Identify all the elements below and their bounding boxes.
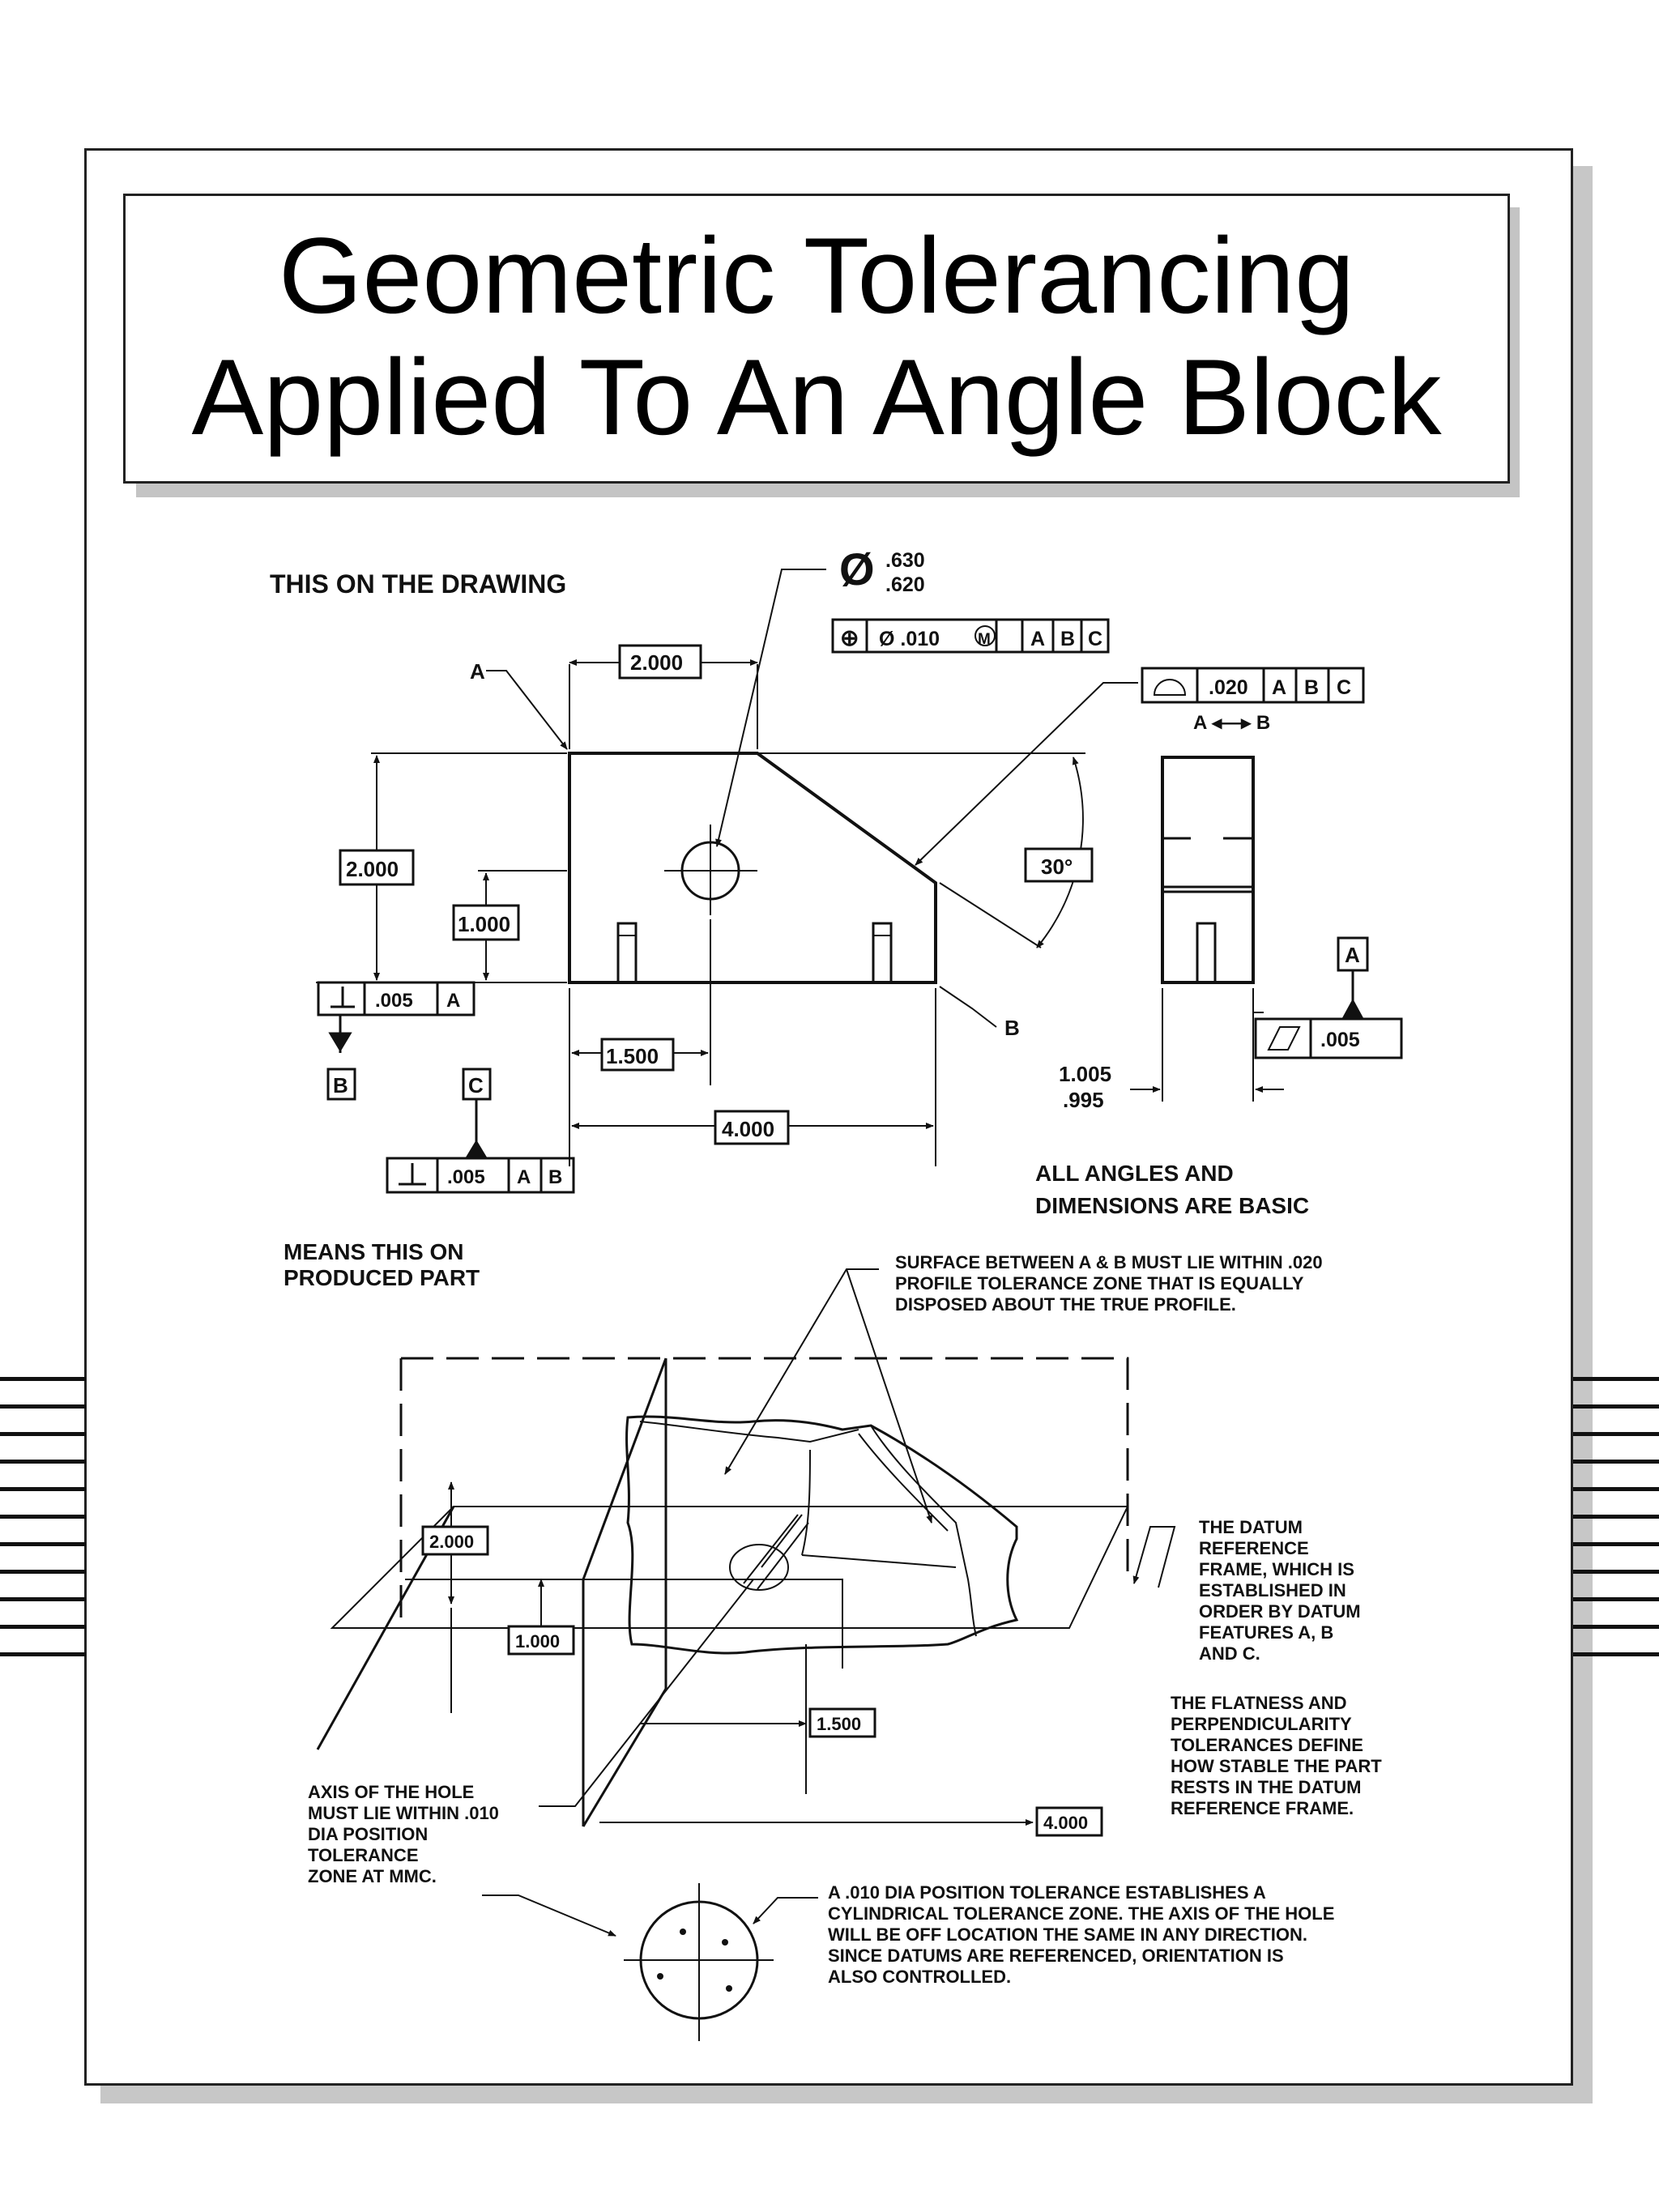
- perp-b-tolerance: .005: [375, 990, 413, 1012]
- position-datum-c: C: [1088, 628, 1102, 650]
- title-line-1: Geometric Tolerancing: [278, 216, 1355, 336]
- datum-note-4: ESTABLISHED IN: [1199, 1580, 1346, 1600]
- mmc-modifier: M: [978, 631, 991, 648]
- datum-note-5: ORDER BY DATUM: [1199, 1601, 1361, 1622]
- position-datum-a: A: [1030, 628, 1045, 650]
- title-box: Geometric Tolerancing Applied To An Angl…: [123, 194, 1510, 484]
- thickness-lower: .995: [1063, 1088, 1104, 1112]
- position-fcf: [831, 618, 1110, 654]
- flatness-fcf: [1254, 936, 1403, 1059]
- datum-a-leader-label: A: [470, 659, 485, 684]
- profile-note-2: PROFILE TOLERANCE ZONE THAT IS EQUALLY: [895, 1273, 1304, 1294]
- datum-note-6: FEATURES A, B: [1199, 1622, 1333, 1643]
- basic-note-line-1: ALL ANGLES AND: [1035, 1161, 1234, 1186]
- produced-caption-1: MEANS THIS ON: [284, 1239, 463, 1264]
- between-a-b: A ◂—▸ B: [1193, 712, 1270, 734]
- perp-c-datum-b: B: [548, 1166, 562, 1188]
- produced-part-illustration: [316, 1268, 1176, 2041]
- produced-caption-2: PRODUCED PART: [284, 1265, 480, 1290]
- axis-note-4: TOLERANCE: [308, 1845, 419, 1865]
- position-note-5: ALSO CONTROLLED.: [828, 1967, 1011, 1987]
- angle-30: 30°: [1041, 855, 1073, 879]
- profile-note-3: DISPOSED ABOUT THE TRUE PROFILE.: [895, 1294, 1236, 1315]
- perpendicularity-fcf-c: [386, 1068, 575, 1194]
- profile-tolerance: .020: [1209, 676, 1248, 699]
- flatness-note-3: TOLERANCES DEFINE: [1171, 1735, 1363, 1755]
- perp-b-datum: A: [446, 990, 460, 1012]
- produced-dim-1500: 1.500: [817, 1714, 861, 1734]
- side-view: [1130, 756, 1284, 1102]
- profile-datum-b: B: [1304, 676, 1319, 699]
- datum-a-flag: A: [1345, 943, 1360, 967]
- title-line-2: Applied To An Angle Block: [191, 338, 1442, 458]
- zone-axis-points: [657, 1929, 732, 1992]
- datum-note-7: AND C.: [1199, 1643, 1260, 1664]
- axis-note-3: DIA POSITION: [308, 1824, 428, 1844]
- datum-note-1: THE DATUM: [1199, 1517, 1303, 1537]
- datum-b-flag: B: [333, 1073, 348, 1097]
- produced-part-labels: MEANS THIS ON PRODUCED PART SURFACE BETW…: [284, 1239, 1382, 1987]
- datum-c-flag: C: [468, 1073, 484, 1097]
- dim-length-4000: 4.000: [722, 1117, 774, 1141]
- thickness-upper: 1.005: [1059, 1062, 1111, 1086]
- dim-hole-height-1000: 1.000: [458, 912, 510, 936]
- axis-note-5: ZONE AT MMC.: [308, 1866, 437, 1886]
- position-tolerance: Ø .010: [879, 628, 940, 650]
- position-note-4: SINCE DATUMS ARE REFERENCED, ORIENTATION…: [828, 1946, 1284, 1966]
- position-datum-b: B: [1060, 628, 1075, 650]
- position-note-1: A .010 DIA POSITION TOLERANCE ESTABLISHE…: [828, 1882, 1266, 1903]
- flatness-note-2: PERPENDICULARITY: [1171, 1714, 1352, 1734]
- tapped-holes: [616, 922, 893, 984]
- position-symbol: ⊕: [840, 625, 859, 650]
- flatness-note-6: REFERENCE FRAME.: [1171, 1798, 1354, 1818]
- axis-note-2: MUST LIE WITHIN .010: [308, 1803, 499, 1823]
- left-edge-lines: [0, 1377, 86, 1680]
- angle-block-front-view: [568, 752, 937, 984]
- produced-dim-4000: 4.000: [1043, 1813, 1088, 1833]
- perp-c-tolerance: .005: [447, 1166, 485, 1188]
- flatness-tolerance: .005: [1320, 1029, 1360, 1051]
- datum-b-leader-label: B: [1004, 1016, 1020, 1040]
- flatness-note-4: HOW STABLE THE PART: [1171, 1756, 1382, 1776]
- profile-fcf: [1141, 667, 1365, 704]
- datum-note-2: REFERENCE: [1199, 1538, 1309, 1558]
- profile-datum-a: A: [1272, 676, 1286, 699]
- drawing-caption: THIS ON THE DRAWING: [270, 569, 566, 599]
- position-note-3: WILL BE OFF LOCATION THE SAME IN ANY DIR…: [828, 1924, 1307, 1945]
- dim-top-2000: 2.000: [630, 650, 683, 675]
- right-edge-lines: [1573, 1377, 1659, 1680]
- dim-height-2000: 2.000: [346, 857, 399, 881]
- produced-part-body: [625, 1415, 1019, 1655]
- perpendicularity-fcf-b: [317, 981, 476, 1101]
- hole-dia-upper: .630: [885, 549, 925, 572]
- hole-dia-lower: .620: [885, 573, 925, 596]
- produced-dim-1000: 1.000: [515, 1631, 560, 1652]
- datum-note-3: FRAME, WHICH IS: [1199, 1559, 1354, 1579]
- dim-hole-x-1500: 1.500: [606, 1044, 659, 1068]
- drawing-labels: THIS ON THE DRAWING Ø .630 .620 ⊕ Ø .010…: [270, 543, 1360, 1218]
- produced-dim-2000: 2.000: [429, 1532, 474, 1552]
- basic-note-line-2: DIMENSIONS ARE BASIC: [1035, 1193, 1309, 1218]
- flatness-note-1: THE FLATNESS AND: [1171, 1693, 1347, 1713]
- flatness-note-5: RESTS IN THE DATUM: [1171, 1777, 1361, 1797]
- position-note-2: CYLINDRICAL TOLERANCE ZONE. THE AXIS OF …: [828, 1903, 1334, 1924]
- diameter-symbol: Ø: [839, 543, 875, 595]
- profile-note-1: SURFACE BETWEEN A & B MUST LIE WITHIN .0…: [895, 1252, 1323, 1272]
- profile-datum-c: C: [1337, 676, 1351, 699]
- engineering-drawing: [316, 569, 1403, 1194]
- axis-note-1: AXIS OF THE HOLE: [308, 1782, 474, 1802]
- perp-c-datum-a: A: [517, 1166, 531, 1188]
